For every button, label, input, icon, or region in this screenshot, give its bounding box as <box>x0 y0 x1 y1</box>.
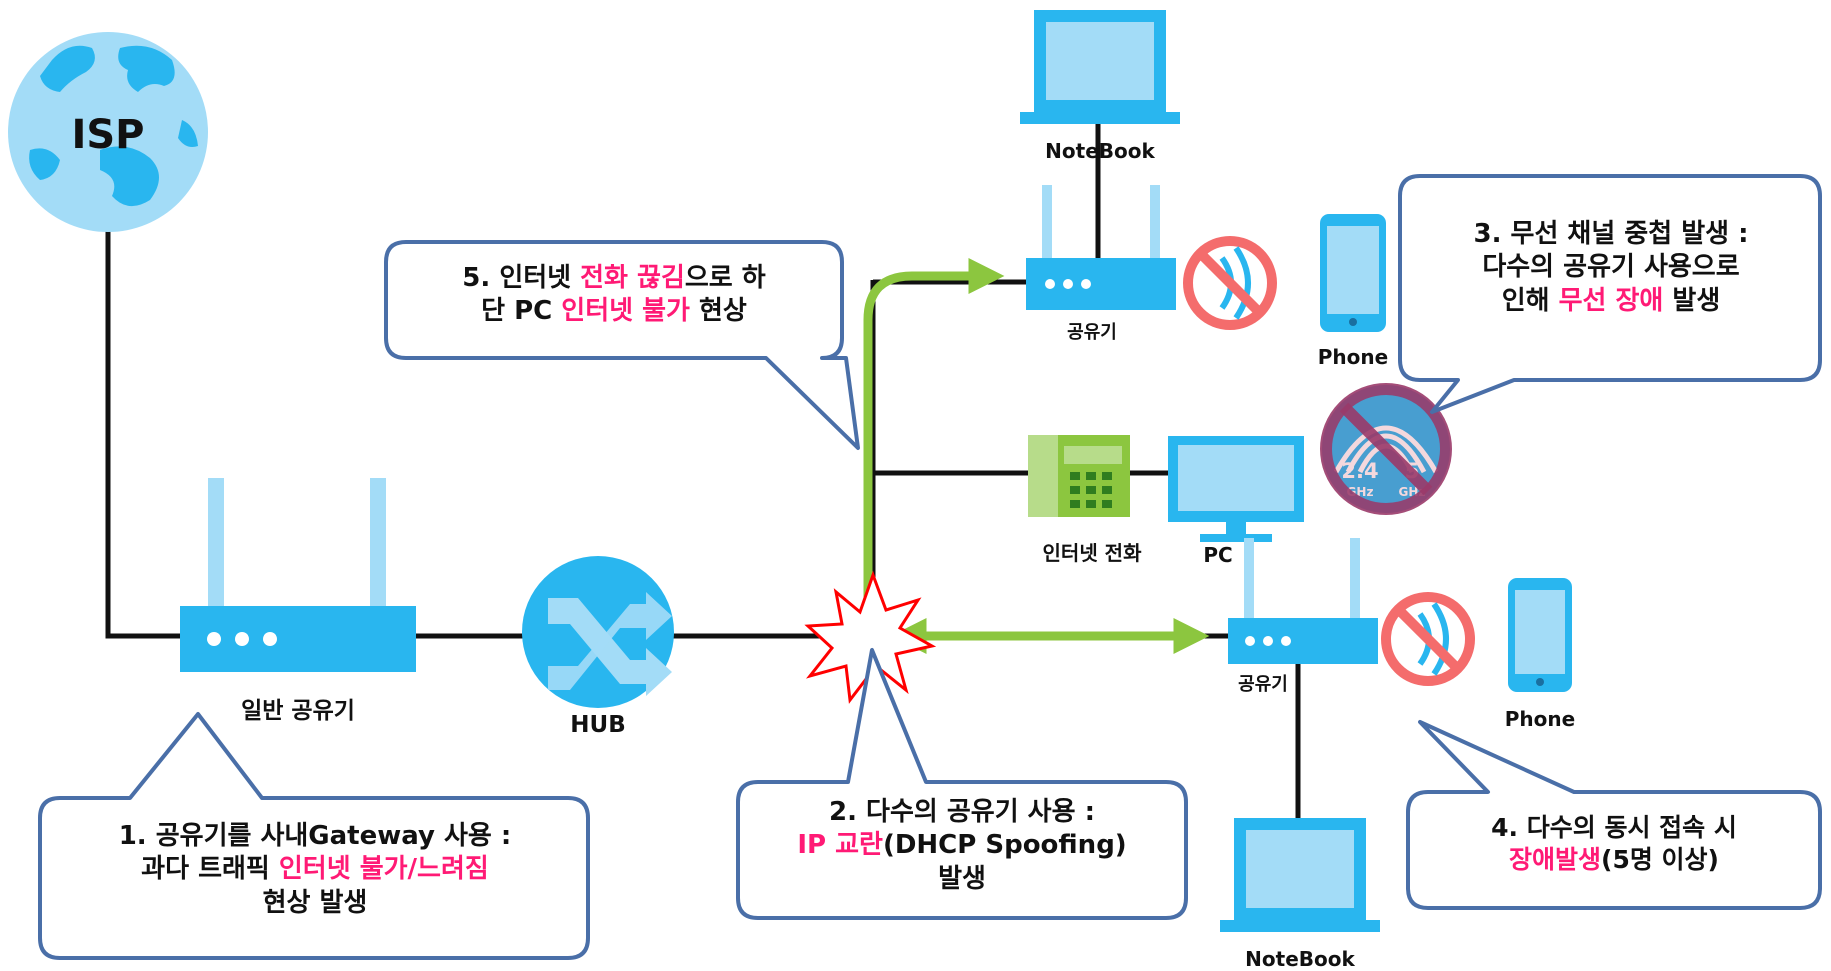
callout-5-highlight-a: 전화 끊김 <box>580 263 685 293</box>
smartphone-icon <box>1508 578 1572 692</box>
hub[interactable]: HUB <box>522 556 674 738</box>
callout-shapes <box>38 174 1822 960</box>
callout-1-line3: 현상 발생 <box>262 887 368 918</box>
wire-isp-to-router <box>105 195 180 639</box>
callout-1-line2: 과다 트래픽 인터넷 불가/느려짐 <box>141 854 489 885</box>
notebook-top-label: NoteBook <box>1045 139 1155 163</box>
callout-5-bubble <box>384 240 860 450</box>
callout-2-line3: 발생 <box>938 863 986 894</box>
callout-5-text: 5. 인터넷 전화 끊김으로 하 단 PC 인터넷 불가 현상 <box>392 262 836 329</box>
callout-4-line1: 4. 다수의 동시 접속 시 <box>1491 813 1737 842</box>
router-top[interactable]: 공유기 <box>1026 185 1176 343</box>
callout-3-line1: 3. 무선 채널 중첩 발생 : <box>1473 219 1749 249</box>
wifi-channel-overlap: 2.4 5 GHz GHz <box>1320 383 1452 515</box>
phone-top-label: Phone <box>1318 345 1388 369</box>
router-bottom-label: 공유기 <box>1238 674 1288 695</box>
callout-5-line1: 5. 인터넷 전화 끊김으로 하 <box>462 263 766 293</box>
laptop-icon <box>1220 818 1380 932</box>
phone-bottom-label: Phone <box>1505 707 1575 731</box>
phone-bottom[interactable]: Phone <box>1505 578 1575 731</box>
callout-3-bubble <box>1398 174 1822 414</box>
callout-3-highlight: 무선 장애 <box>1558 285 1664 316</box>
callout-4-bubble <box>1406 720 1822 910</box>
callout-5-highlight-b: 인터넷 불가 <box>561 296 690 327</box>
isp-globe: ISP <box>8 32 208 232</box>
callout-4-line2: 장애발생(5명 이상) <box>1509 845 1719 874</box>
pc-label: PC <box>1203 543 1232 567</box>
callout-4-text: 4. 다수의 동시 접속 시 장애발생(5명 이상) <box>1416 812 1812 876</box>
notebook-bottom[interactable]: NoteBook <box>1220 818 1380 971</box>
hub-label: HUB <box>570 712 625 738</box>
callout-1-line1: 1. 공유기를 사내Gateway 사용 : <box>118 821 512 851</box>
smartphone-icon <box>1320 214 1386 332</box>
callout-2-bubble <box>736 648 1188 920</box>
callout-5-line2: 단 PC 인터넷 불가 현상 <box>481 296 747 327</box>
callout-3-line2: 다수의 공유기 사용으로 <box>1482 252 1740 283</box>
monitor-icon <box>1168 436 1304 542</box>
internet-phone[interactable]: 인터넷 전화 <box>1028 435 1142 565</box>
desk-phone-icon <box>1028 435 1130 517</box>
notebook-top[interactable]: NoteBook <box>1020 10 1180 163</box>
router-bottom[interactable]: 공유기 <box>1228 538 1378 695</box>
internet-phone-label: 인터넷 전화 <box>1043 541 1143 565</box>
router-top-label: 공유기 <box>1067 322 1117 343</box>
callout-3-text: 3. 무선 채널 중첩 발생 : 다수의 공유기 사용으로 인해 무선 장애 발… <box>1410 218 1812 318</box>
pc[interactable]: PC <box>1168 436 1304 567</box>
callout-4-highlight: 장애발생 <box>1509 845 1602 874</box>
no-wifi-icon <box>1381 592 1475 686</box>
callout-1-bubble <box>38 712 590 960</box>
main-router-label: 일반 공유기 <box>241 698 355 724</box>
traffic-arrows <box>863 258 1210 654</box>
wifi-24-label: 2.4 <box>1341 459 1378 483</box>
callout-2-line1: 2. 다수의 공유기 사용 : <box>829 797 1095 827</box>
callout-1-highlight: 인터넷 불가/느려짐 <box>278 854 489 885</box>
laptop-icon <box>1020 10 1180 124</box>
callout-3-line3: 인해 무선 장애 발생 <box>1501 285 1721 316</box>
notebook-bottom-label: NoteBook <box>1245 947 1355 971</box>
main-router[interactable]: 일반 공유기 <box>180 478 416 724</box>
callout-2-text: 2. 다수의 공유기 사용 : IP 교란(DHCP Spoofing) 발생 <box>744 796 1180 896</box>
isp-label: ISP <box>71 112 144 158</box>
arrow-to-top-router <box>863 258 1005 635</box>
callout-1-text: 1. 공유기를 사내Gateway 사용 : 과다 트래픽 인터넷 불가/느려짐… <box>50 820 580 920</box>
callout-2-line2: IP 교란(DHCP Spoofing) <box>797 830 1127 861</box>
no-wifi-icon <box>1183 236 1277 330</box>
phone-top[interactable]: Phone <box>1318 214 1388 369</box>
explosion-icon <box>804 570 937 704</box>
callout-2-highlight: IP 교란 <box>797 830 883 861</box>
